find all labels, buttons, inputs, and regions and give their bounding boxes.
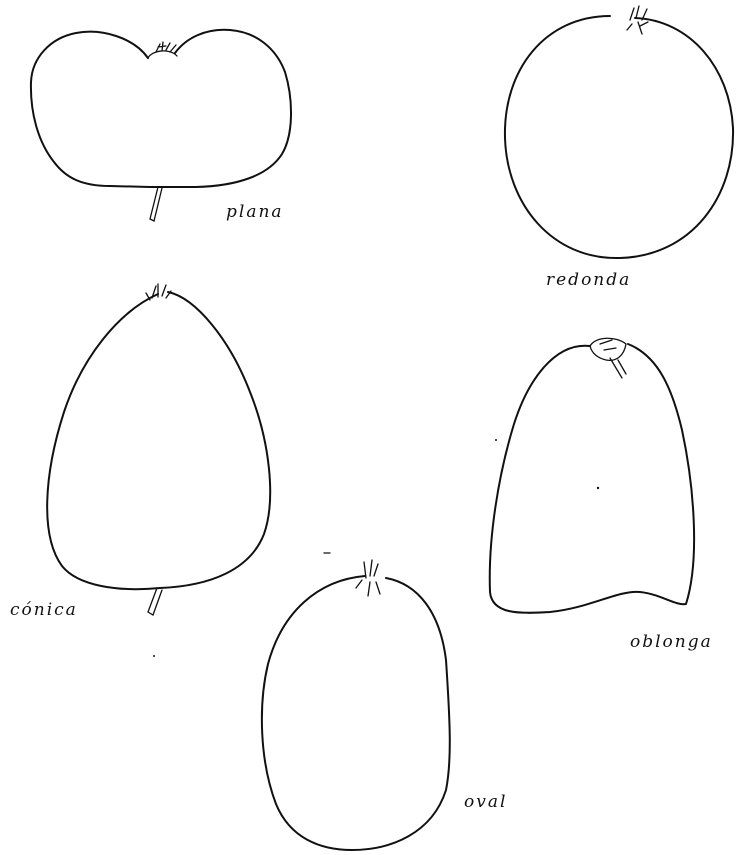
label-conica: cónica	[10, 600, 78, 620]
speck	[597, 487, 599, 489]
stem-icon	[148, 588, 162, 615]
calyx-icon	[356, 560, 380, 596]
fruit-plana	[31, 30, 291, 221]
label-oval: oval	[464, 792, 507, 812]
label-redonda: redonda	[546, 270, 631, 290]
fruit-conica	[47, 284, 270, 615]
fruit-redonda	[505, 6, 733, 258]
fruit-outline	[490, 344, 694, 613]
fruit-outline	[47, 292, 270, 589]
calyx-cavity	[148, 51, 177, 58]
speck	[153, 655, 155, 657]
label-oblonga: oblonga	[630, 632, 713, 652]
fruit-outline	[31, 30, 291, 187]
calyx-icon	[156, 42, 176, 52]
calyx-icon	[627, 6, 648, 34]
fruit-oblonga	[490, 338, 694, 613]
fruit-outline	[505, 16, 733, 258]
speck	[495, 439, 497, 441]
label-plana: plana	[226, 202, 284, 222]
fruit-outline	[262, 576, 450, 850]
stem-icon	[150, 187, 162, 221]
fruit-oval	[262, 553, 450, 850]
